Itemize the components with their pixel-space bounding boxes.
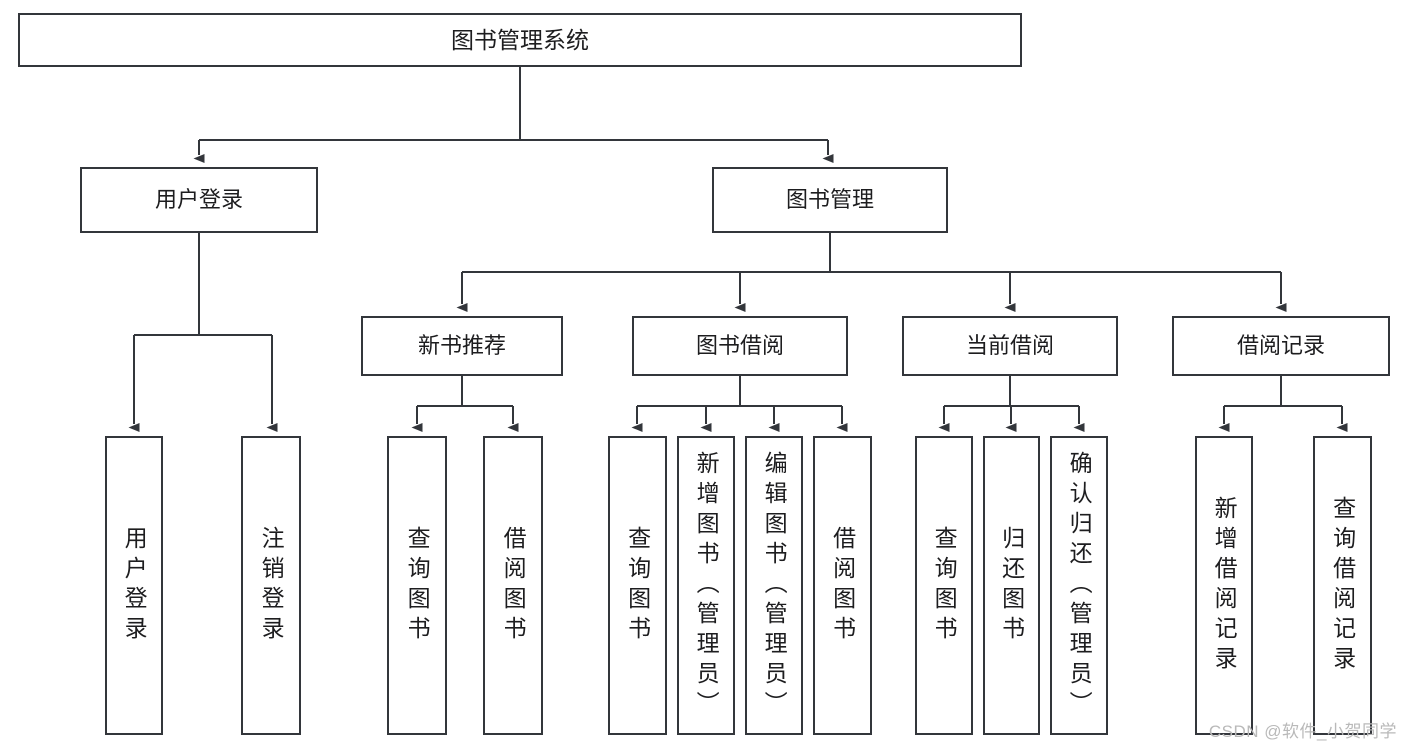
node-level3-borrow-records-label: 借阅记录 <box>1236 333 1325 359</box>
node-root[interactable]: 图书管理系统 <box>18 13 1022 67</box>
node-level3-book-borrow[interactable]: 图书借阅 <box>632 316 848 376</box>
node-leaf-user-login-label: 用户登录 <box>121 525 148 646</box>
node-root-label: 图书管理系统 <box>451 26 589 53</box>
node-level3-book-borrow-label: 图书借阅 <box>695 333 784 359</box>
node-level3-current-borrow[interactable]: 当前借阅 <box>902 316 1118 376</box>
node-leaf-confirm-return-admin-label: 确认归还（管理员） <box>1066 450 1093 721</box>
node-leaf-query-book-current-label: 查询图书 <box>931 525 958 646</box>
node-level2-user-login[interactable]: 用户登录 <box>80 167 318 233</box>
node-leaf-edit-book-admin-label: 编辑图书（管理员） <box>761 450 788 721</box>
node-level2-book-management-label: 图书管理 <box>785 187 874 213</box>
node-leaf-query-borrow-record-label: 查询借阅记录 <box>1329 495 1356 676</box>
node-level3-borrow-records[interactable]: 借阅记录 <box>1172 316 1390 376</box>
watermark: CSDN @软件_小贺同学 <box>1208 722 1397 741</box>
node-leaf-confirm-return-admin[interactable]: 确认归还（管理员） <box>1050 436 1108 735</box>
node-leaf-add-book-admin-label: 新增图书（管理员） <box>693 450 720 721</box>
node-leaf-borrow-book-recommend-label: 借阅图书 <box>500 525 527 646</box>
node-level2-book-management[interactable]: 图书管理 <box>712 167 948 233</box>
node-leaf-query-book-borrow-label: 查询图书 <box>624 525 651 646</box>
node-leaf-query-book-recommend[interactable]: 查询图书 <box>387 436 447 735</box>
node-level2-user-login-label: 用户登录 <box>154 187 243 213</box>
node-leaf-edit-book-admin[interactable]: 编辑图书（管理员） <box>745 436 803 735</box>
node-leaf-user-login[interactable]: 用户登录 <box>105 436 163 735</box>
node-leaf-borrow-book[interactable]: 借阅图书 <box>813 436 872 735</box>
node-leaf-query-book-current[interactable]: 查询图书 <box>915 436 973 735</box>
node-level3-new-book-recommend-label: 新书推荐 <box>417 333 506 359</box>
node-leaf-return-book[interactable]: 归还图书 <box>983 436 1040 735</box>
node-leaf-borrow-book-label: 借阅图书 <box>829 525 856 646</box>
node-leaf-query-book-recommend-label: 查询图书 <box>404 525 431 646</box>
node-leaf-add-borrow-record[interactable]: 新增借阅记录 <box>1195 436 1253 735</box>
node-level3-current-borrow-label: 当前借阅 <box>965 333 1054 359</box>
node-leaf-query-borrow-record[interactable]: 查询借阅记录 <box>1313 436 1372 735</box>
node-leaf-query-book-borrow[interactable]: 查询图书 <box>608 436 667 735</box>
node-leaf-borrow-book-recommend[interactable]: 借阅图书 <box>483 436 543 735</box>
node-leaf-logout[interactable]: 注销登录 <box>241 436 301 735</box>
node-leaf-add-book-admin[interactable]: 新增图书（管理员） <box>677 436 735 735</box>
node-leaf-return-book-label: 归还图书 <box>998 525 1025 646</box>
node-leaf-logout-label: 注销登录 <box>258 525 285 646</box>
node-leaf-add-borrow-record-label: 新增借阅记录 <box>1211 495 1238 676</box>
node-level3-new-book-recommend[interactable]: 新书推荐 <box>361 316 563 376</box>
